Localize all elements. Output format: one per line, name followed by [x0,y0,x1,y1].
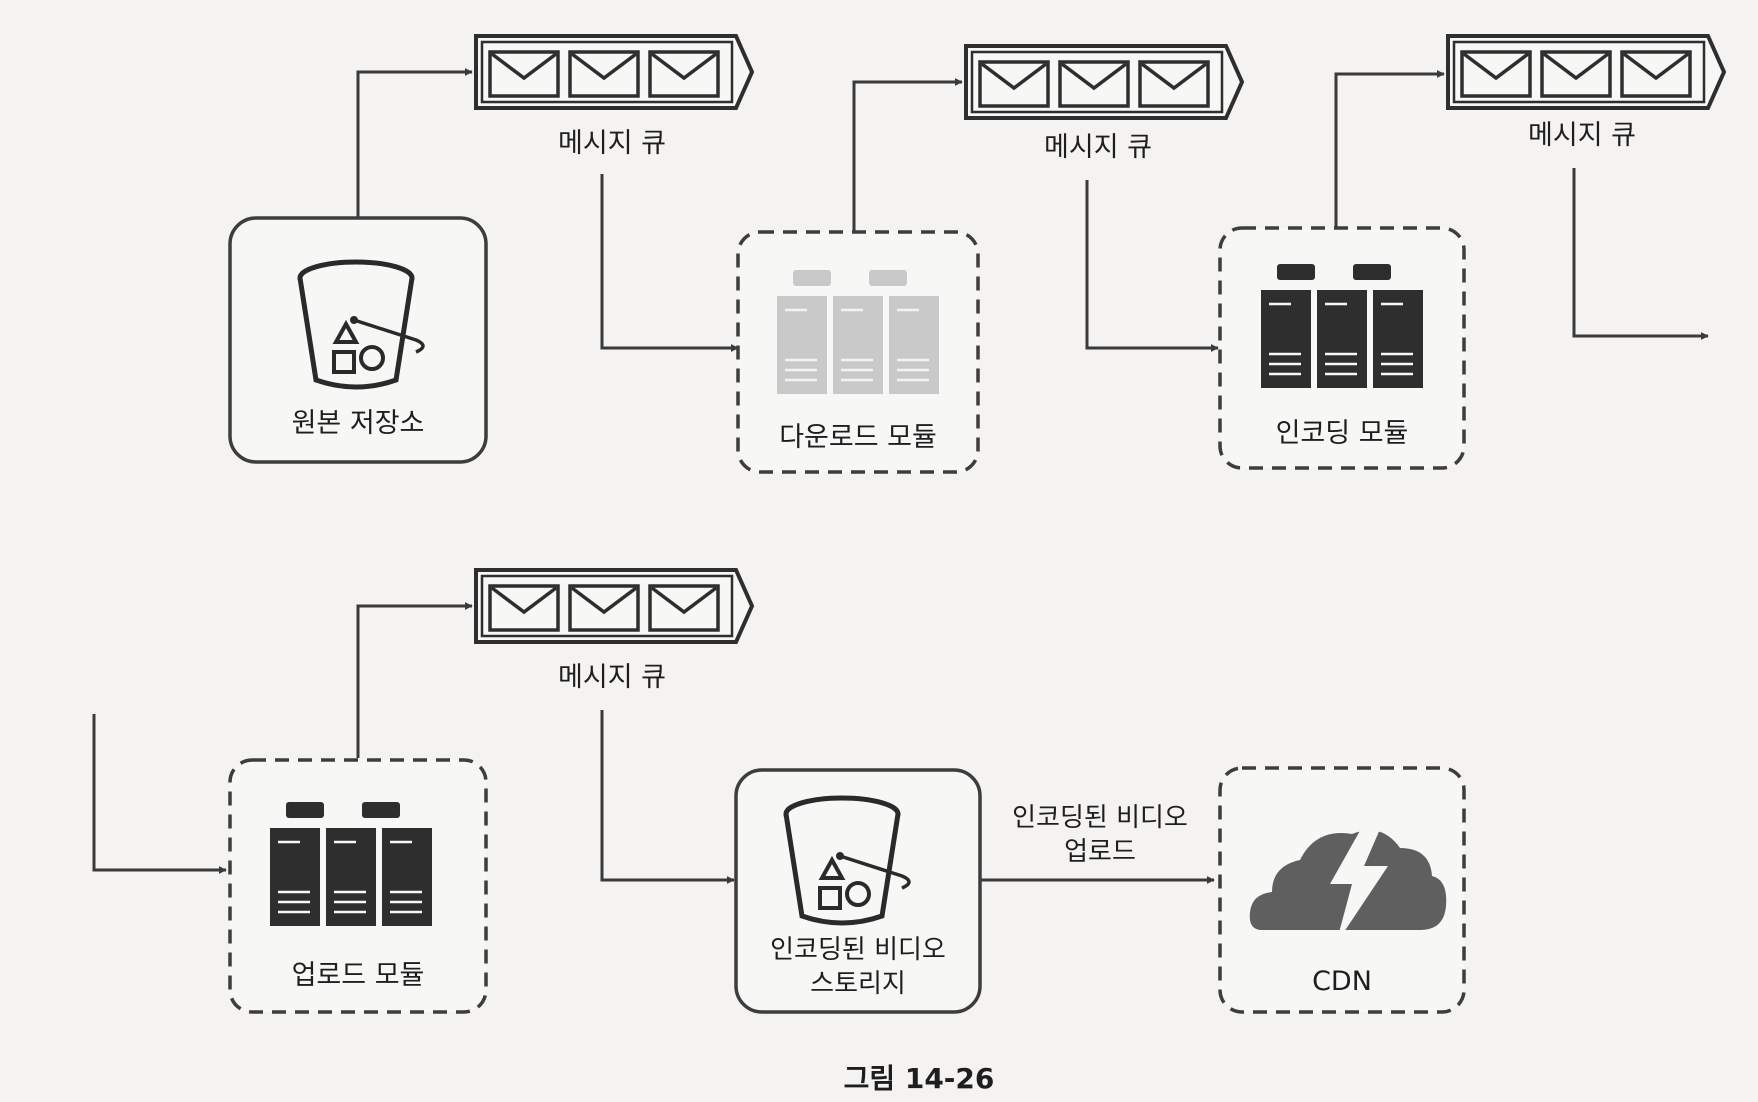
node-upload-module: 업로드 모듈 [228,758,488,1014]
node-label: 원본 저장소 [292,408,425,439]
queue-label: 메시지 큐 [1528,120,1636,151]
queue-4: 메시지 큐 [474,568,754,693]
cloud-lightning-icon [1249,820,1447,944]
edge-queue4-to-encoded-storage [600,710,735,884]
queue-label: 메시지 큐 [1044,132,1152,163]
edge-label-line2: 업로드 [1064,837,1136,867]
edge-queue3-to-next [1572,168,1709,340]
figure-caption: 그림 14-26 [844,1062,995,1095]
edge-download-to-queue2 [852,78,963,232]
node-label: 다운로드 모듈 [779,422,937,453]
message-queue-icon [474,34,754,110]
queue-2: 메시지 큐 [964,44,1244,163]
queue-3: 메시지 큐 [1446,34,1726,151]
edge-queue2-to-encoding [1085,180,1219,352]
node-download-module: 다운로드 모듈 [736,230,980,474]
node-cdn: CDN [1218,766,1466,1014]
message-queue-icon [474,568,754,644]
node-encoded-storage: 인코딩된 비디오 스토리지 [734,768,982,1014]
node-source-storage: 원본 저장소 [228,216,488,464]
edge-label-line1: 인코딩된 비디오 [1012,803,1188,833]
edge-upload-to-queue4 [356,602,473,758]
edge-encoding-to-queue3 [1334,70,1445,228]
node-label: 인코딩 모듈 [1276,418,1409,449]
node-label: CDN [1312,966,1372,997]
edge-source-to-queue1 [356,68,473,218]
edge-prev-to-upload [92,714,227,874]
edge-queue1-to-download [600,174,739,352]
edges [92,68,1709,884]
message-queue-icon [1446,34,1726,110]
node-label-line2: 스토리지 [810,969,906,999]
node-label-line1: 인코딩된 비디오 [770,935,946,965]
node-encoding-module: 인코딩 모듈 [1218,226,1466,470]
message-queue-icon [964,44,1244,120]
queue-1: 메시지 큐 [474,34,754,159]
queue-label: 메시지 큐 [558,128,666,159]
queue-label: 메시지 큐 [558,662,666,693]
node-label: 업로드 모듈 [292,960,425,991]
